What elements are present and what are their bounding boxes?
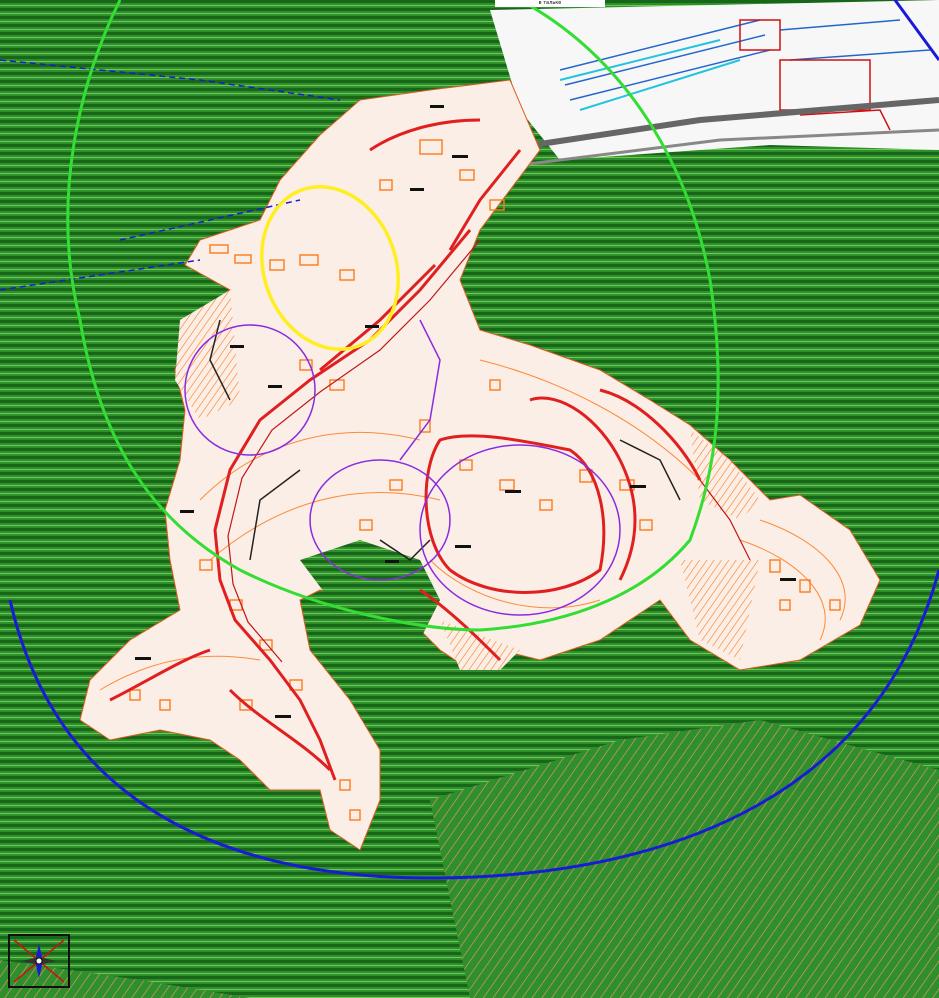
blue-boundary-circle <box>8 569 939 880</box>
developed-land <box>79 79 881 851</box>
hatched-zone-south <box>430 720 939 998</box>
road-strip-northeast <box>490 0 939 160</box>
sheet-top-label: в тальке <box>495 0 605 7</box>
highway-2 <box>519 128 939 167</box>
hatched-parcel-southeast <box>680 560 760 660</box>
north-arrow-icon <box>8 934 70 988</box>
highway <box>499 97 939 153</box>
map-annotations <box>135 105 796 718</box>
lime-zone-boundary <box>66 0 720 632</box>
yellow-highlight-circle <box>260 185 400 351</box>
protection-zones <box>184 319 621 616</box>
forest-island <box>300 540 440 640</box>
hatched-parcel-east <box>690 430 760 520</box>
hatched-zone-southwest <box>0 960 250 998</box>
dashed-boundaries <box>0 59 341 291</box>
contour-lines <box>99 359 846 691</box>
blue-boundary-ne <box>893 0 939 61</box>
parking-rows <box>559 19 931 101</box>
hatched-parcel-south <box>440 620 520 670</box>
cyan-drains <box>559 39 741 111</box>
